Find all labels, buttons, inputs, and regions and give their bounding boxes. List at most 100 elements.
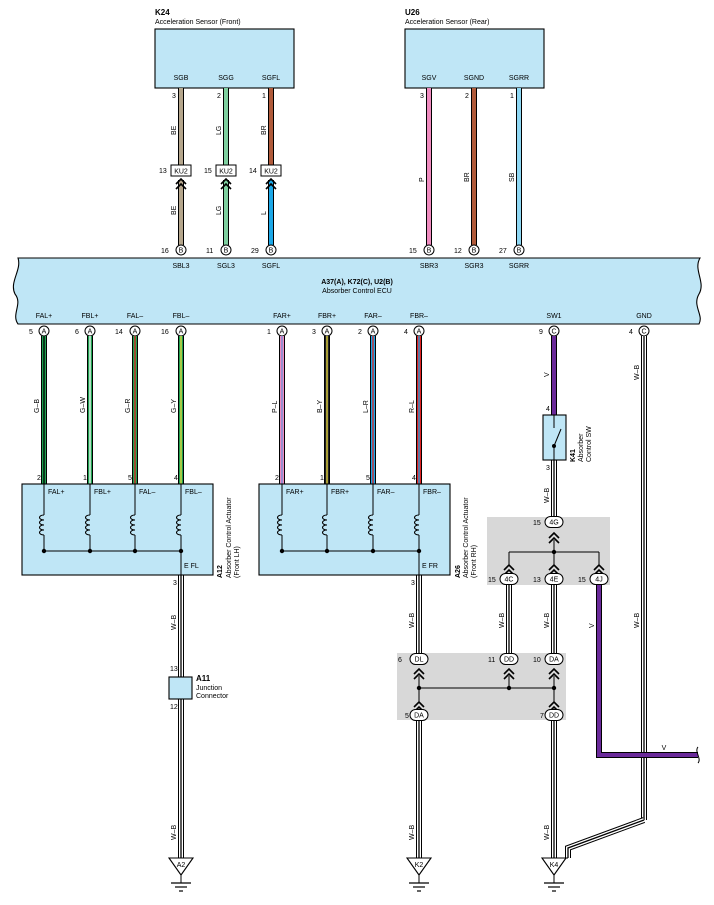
inline-connector [170, 164, 192, 177]
ecu-title: A37(A), K72(C), U2(B) [321, 279, 393, 286]
ecu-bottom-pin-letter: A [42, 329, 47, 336]
actuator-wire-pin-number: 4 [412, 475, 416, 482]
sensor-front-pin-label: SGFL [262, 75, 280, 82]
sensor-wire-color-top: LG [216, 126, 223, 135]
ecu-bottom-pin-label: SW1 [546, 313, 561, 320]
gnd-wire-bend-stripe [567, 819, 645, 858]
sensor-wire-color: SB [509, 172, 516, 182]
sensor-wire-color-top: BE [171, 125, 178, 135]
junction-pin-top: 13 [170, 666, 178, 673]
inline-connector-pin: 13 [159, 168, 167, 175]
ecu-top-pin [513, 244, 525, 256]
v-wire-color: V [662, 745, 667, 752]
ecu-bottom-pin-label: FAR+ [273, 313, 291, 320]
actuator-rh-coil [321, 514, 328, 536]
jb2-top-terminal-code: DA [549, 657, 559, 664]
actuator-rh-coil [276, 514, 283, 536]
sensor-rear-pin-number: 3 [420, 93, 424, 100]
sensor-rear-id: U26 [405, 8, 420, 17]
junction-pin-bottom: 12 [170, 704, 178, 711]
ground-wire-color: W–B [409, 825, 416, 841]
jb2-bottom-terminal-code: DD [549, 713, 559, 720]
actuator-rh-pin-label: FAR– [377, 489, 395, 496]
sensor-front-pin-number: 2 [217, 93, 221, 100]
ecu-box [12, 257, 702, 325]
jb2-bottom-pin-number: 7 [540, 713, 544, 720]
sensor-wire-color: P [419, 177, 426, 182]
actuator-lh-side: (Front LH) [234, 546, 241, 578]
actuator-wire-pin-number: 5 [128, 475, 132, 482]
ecu-bottom-pin-label: FBR– [410, 313, 428, 320]
ground-wire-color: W–B [544, 613, 551, 629]
ecu-top-pin [175, 244, 187, 256]
ecu-top-pin-number: 16 [161, 248, 169, 255]
ground-wire-color: W–B [544, 825, 551, 841]
sensor-wire-color-bottom: BE [171, 205, 178, 215]
ecu-top-pin-number: 29 [251, 248, 259, 255]
actuator-lh-pin-label: FAL+ [48, 489, 65, 496]
jb1-top-terminal-code: 4G [549, 520, 558, 527]
sensor-rear-pin-number: 2 [465, 93, 469, 100]
actuator-rh-coil [413, 514, 420, 536]
ecu-top-pin-number: 12 [454, 248, 462, 255]
gnd-wire-bend [566, 818, 645, 858]
inline-connector-label: KU2 [219, 169, 233, 176]
ecu-bottom-pin-number: 4 [629, 329, 633, 336]
ground-wire-color: W–B [634, 613, 641, 629]
ecu-bottom-pin-letter: A [417, 329, 422, 336]
actuator-lh-ground: E FL [184, 563, 199, 570]
actuator-lh-box [21, 483, 214, 576]
v-wire-color: V [589, 623, 596, 628]
jb1-terminal-code: 4J [595, 577, 602, 584]
ground-label: K2 [415, 862, 424, 869]
ecu-top-pin-number: 11 [206, 248, 213, 255]
ecu-bottom-pin-letter: A [325, 329, 330, 336]
sensor-front-pin-number: 1 [262, 93, 266, 100]
jb1-pin-number: 15 [578, 577, 586, 584]
actuator-wire-color: P–L [272, 400, 279, 413]
ground-wire-color: W–B [634, 365, 641, 381]
sensor-wire-color: BR [464, 172, 471, 182]
switch-id: K41 [570, 449, 577, 462]
ground-triangle [405, 857, 433, 876]
ground-wire-color: W–B [171, 615, 178, 631]
ecu-top-pin-letter: B [269, 248, 274, 255]
actuator-lh-coil [175, 514, 182, 536]
actuator-rh-pin-label: FBR– [423, 489, 441, 496]
ecu-top-pin-label: SBL3 [172, 263, 189, 270]
actuator-wire-pin-number: 1 [320, 475, 324, 482]
ecu-bottom-pin-number: 14 [115, 329, 123, 336]
junction-name: Junction [196, 685, 222, 692]
sensor-front-id: K24 [155, 8, 170, 17]
ecu-top-pin-label: SGL3 [217, 263, 235, 270]
ecu-top-pin-letter: B [224, 248, 229, 255]
jb2-top-terminal-code: DL [415, 657, 424, 664]
ground-wire-color: W–B [499, 613, 506, 629]
jb1-terminal [544, 573, 564, 585]
ecu-bottom-pin-letter: C [641, 329, 646, 336]
ecu-top-pin [423, 244, 435, 256]
ecu-top-pin-number: 27 [499, 248, 507, 255]
ecu-top-pin-letter: B [517, 248, 522, 255]
actuator-wire-pin-number: 2 [37, 475, 41, 482]
ecu-top-pin-number: 15 [409, 248, 417, 255]
switch-pin-bottom: 3 [546, 465, 550, 472]
sensor-front-pin-label: SGB [174, 75, 189, 82]
sensor-rear-pin-label: SGND [464, 75, 484, 82]
switch-pin-top: 4 [546, 406, 550, 413]
junction-id: A11 [196, 674, 211, 683]
jb2-top-pin-number: 10 [533, 657, 541, 664]
actuator-wire-color: G–Y [171, 399, 178, 413]
actuator-wire-color: L–R [363, 400, 370, 413]
actuator-wire-color: G–R [125, 399, 132, 413]
ecu-bottom-pin-letter: A [179, 329, 184, 336]
sensor-front-pin-number: 3 [172, 93, 176, 100]
ecu-bottom-pin-number: 16 [161, 329, 169, 336]
jb1-top-terminal [544, 516, 564, 528]
ecu-top-pin [220, 244, 232, 256]
actuator-lh-pin-label: FBL– [185, 489, 202, 496]
jb1-pin-number: 15 [488, 577, 496, 584]
ecu-bottom-pin-letter: C [551, 329, 556, 336]
actuator-lh-id: A12 [217, 565, 224, 578]
